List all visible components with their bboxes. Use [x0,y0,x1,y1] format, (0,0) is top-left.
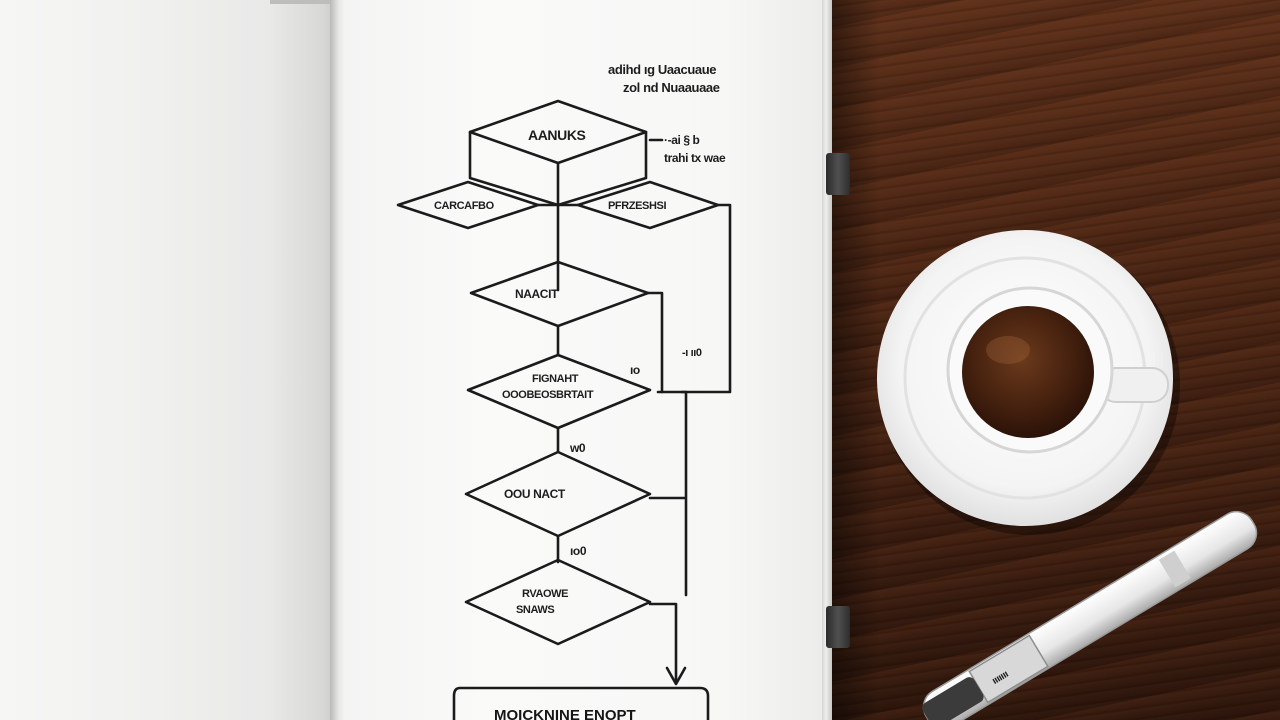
binder-tab-top [826,153,850,195]
page-edge [270,0,330,4]
notebook-left-page [0,0,336,720]
branch-label-2: w0 [569,441,586,455]
side-note-line-2: trahi tx wae [664,151,726,165]
flow-decision-2 [466,353,652,430]
pen-icon: ııııııı [922,510,1258,720]
flow-start-label: AANUKS [528,127,586,143]
flow-decision-3 [464,450,652,538]
notebook-cover-edge [822,0,832,720]
flow-end-shape [452,686,710,720]
flow-decision-4-label-2: SNAWS [516,604,554,616]
branch-label-3: ıo0 [570,544,587,558]
flow-end-label: MOICKNINE ENOPT [494,707,636,720]
flow-decision-4-label-1: RVAOWE [522,588,568,600]
flow-decision-1-label: NAACIT [515,287,559,301]
side-note-line-1: ·-ai § b [664,133,700,147]
coffee-cup-icon [877,230,1180,535]
flow-arrow [648,602,678,684]
header-note-line-1: adihd ıg Uaacuaue [608,62,716,77]
flow-decision-3-label: OOU NACT [504,487,566,501]
flow-left-label: CARCAFBO [434,200,495,212]
notebook-gutter [330,0,344,720]
branch-label-1: ıo [630,363,640,377]
flow-decision-2-label-2: OOOBEOSBRTAIT [502,389,594,401]
espresso [962,306,1094,438]
flow-decision-4 [464,558,652,646]
header-note-line-2: zol nd Nuaauaae [623,80,720,95]
loop-label: -ı ıı0 [682,347,702,359]
notebook-right-page [344,0,822,720]
flow-right-label: PFRZESHSI [608,200,666,212]
arrow-head-icon [665,666,687,686]
flow-decision-2-label-1: FIGNAHT [532,373,579,385]
flow-decision-1 [469,260,650,328]
binder-tab-bottom [826,606,850,648]
